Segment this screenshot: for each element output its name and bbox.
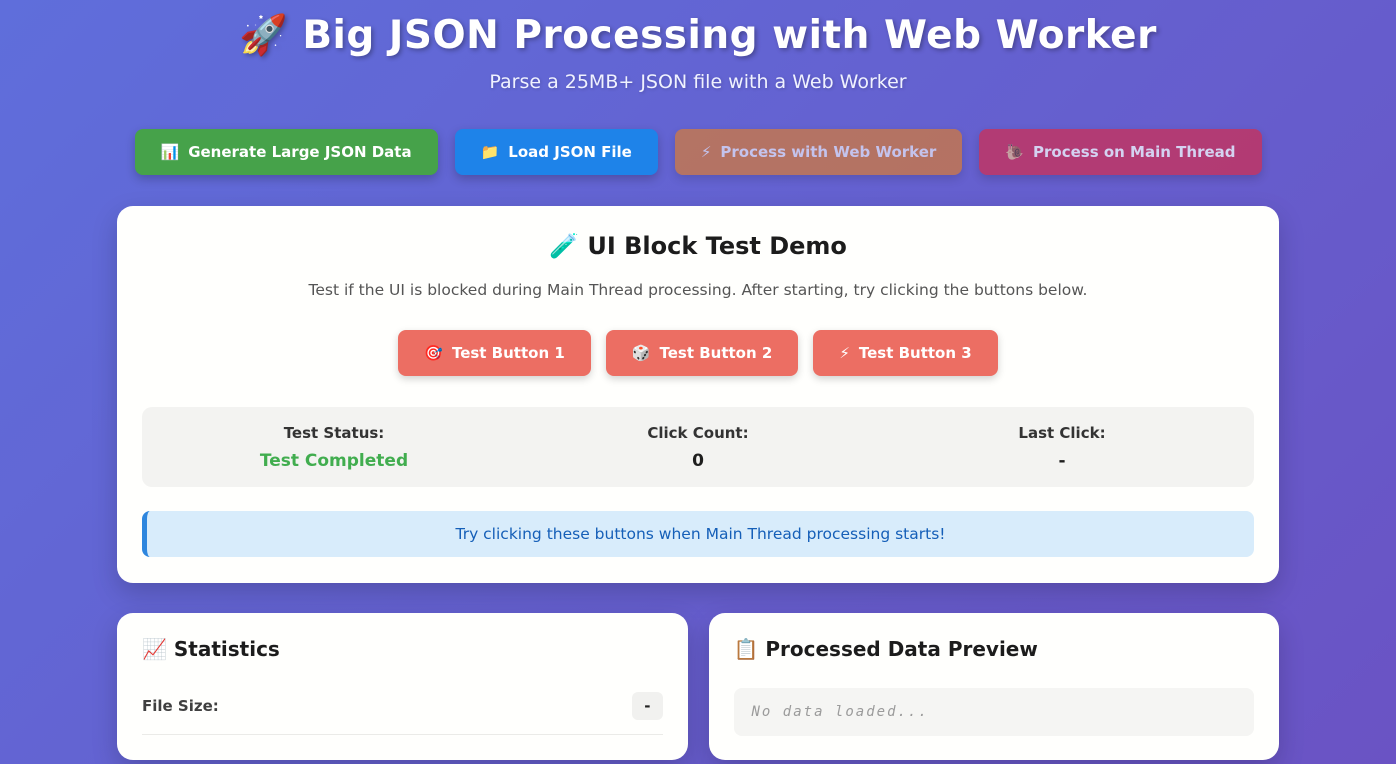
file-size-value: - bbox=[632, 692, 663, 720]
click-count-item: Click Count: 0 bbox=[516, 424, 880, 471]
stat-row-file-size: File Size: - bbox=[142, 688, 663, 735]
test-status-item: Test Status: Test Completed bbox=[152, 424, 516, 471]
load-json-button[interactable]: 📁 Load JSON File bbox=[454, 129, 658, 175]
ui-block-test-card: 🧪 UI Block Test Demo Test if the UI is b… bbox=[117, 206, 1279, 583]
lightning-icon: ⚡ bbox=[700, 143, 712, 161]
page-subtitle: Parse a 25MB+ JSON file with a Web Worke… bbox=[489, 71, 907, 93]
last-click-value: - bbox=[1058, 451, 1066, 471]
click-count-label: Click Count: bbox=[647, 424, 749, 442]
test-buttons-row: 🎯 Test Button 1 🎲 Test Button 2 ⚡ Test B… bbox=[142, 330, 1254, 376]
preview-title-text: Processed Data Preview bbox=[765, 637, 1038, 661]
last-click-item: Last Click: - bbox=[880, 424, 1244, 471]
generate-json-label: Generate Large JSON Data bbox=[188, 143, 412, 161]
process-main-thread-label: Process on Main Thread bbox=[1033, 143, 1236, 161]
processed-data-preview-card: 📋 Processed Data Preview No data loaded.… bbox=[708, 613, 1279, 760]
process-web-worker-label: Process with Web Worker bbox=[720, 143, 937, 161]
test-status-label: Test Status: bbox=[283, 424, 385, 442]
test-button-1-label: Test Button 1 bbox=[451, 344, 565, 362]
test-status-value: Test Completed bbox=[259, 451, 409, 471]
clipboard-icon: 📋 bbox=[733, 637, 759, 661]
app: 🚀 Big JSON Processing with Web Worker Pa… bbox=[117, 0, 1279, 760]
rocket-icon: 🚀 bbox=[239, 13, 289, 58]
test-button-2[interactable]: 🎲 Test Button 2 bbox=[605, 330, 799, 376]
test-button-3[interactable]: ⚡ Test Button 3 bbox=[813, 330, 998, 376]
test-button-2-label: Test Button 2 bbox=[659, 344, 773, 362]
preview-title: 📋 Processed Data Preview bbox=[734, 637, 1255, 661]
test-button-3-label: Test Button 3 bbox=[858, 344, 972, 362]
page-title: 🚀 Big JSON Processing with Web Worker bbox=[117, 12, 1279, 58]
test-tube-icon: 🧪 bbox=[549, 232, 579, 260]
statistics-title-text: Statistics bbox=[173, 637, 280, 661]
chart-increasing-icon: 📈 bbox=[142, 637, 167, 661]
lightning-icon: ⚡ bbox=[839, 344, 850, 362]
test-button-1[interactable]: 🎯 Test Button 1 bbox=[398, 330, 591, 376]
generate-json-button[interactable]: 📊 Generate Large JSON Data bbox=[134, 129, 438, 175]
process-main-thread-button[interactable]: 🐌 Process on Main Thread bbox=[979, 129, 1262, 175]
bottom-grid: 📈 Statistics File Size: - 📋 Processed Da… bbox=[117, 613, 1279, 760]
toolbar: 📊 Generate Large JSON Data 📁 Load JSON F… bbox=[117, 129, 1279, 175]
dice-icon: 🎲 bbox=[631, 344, 651, 362]
load-json-label: Load JSON File bbox=[508, 143, 632, 161]
click-count-value: 0 bbox=[692, 451, 704, 471]
folder-icon: 📁 bbox=[480, 143, 500, 161]
dart-icon: 🎯 bbox=[424, 344, 443, 362]
demo-card-title-text: UI Block Test Demo bbox=[587, 232, 847, 260]
statistics-title: 📈 Statistics bbox=[142, 637, 663, 661]
statistics-card: 📈 Statistics File Size: - bbox=[117, 613, 688, 760]
demo-card-title: 🧪 UI Block Test Demo bbox=[142, 232, 1254, 260]
info-banner: Try clicking these buttons when Main Thr… bbox=[142, 511, 1254, 557]
snail-icon: 🐌 bbox=[1005, 143, 1025, 161]
last-click-label: Last Click: bbox=[1018, 424, 1106, 442]
page-title-text: Big JSON Processing with Web Worker bbox=[302, 13, 1157, 58]
process-web-worker-button[interactable]: ⚡ Process with Web Worker bbox=[674, 129, 963, 175]
test-status-bar: Test Status: Test Completed Click Count:… bbox=[142, 407, 1254, 487]
file-size-label: File Size: bbox=[142, 697, 219, 715]
preview-placeholder: No data loaded... bbox=[733, 688, 1254, 736]
bar-chart-icon: 📊 bbox=[160, 143, 180, 161]
demo-description: Test if the UI is blocked during Main Th… bbox=[308, 281, 1088, 299]
page-header: 🚀 Big JSON Processing with Web Worker Pa… bbox=[117, 12, 1279, 93]
